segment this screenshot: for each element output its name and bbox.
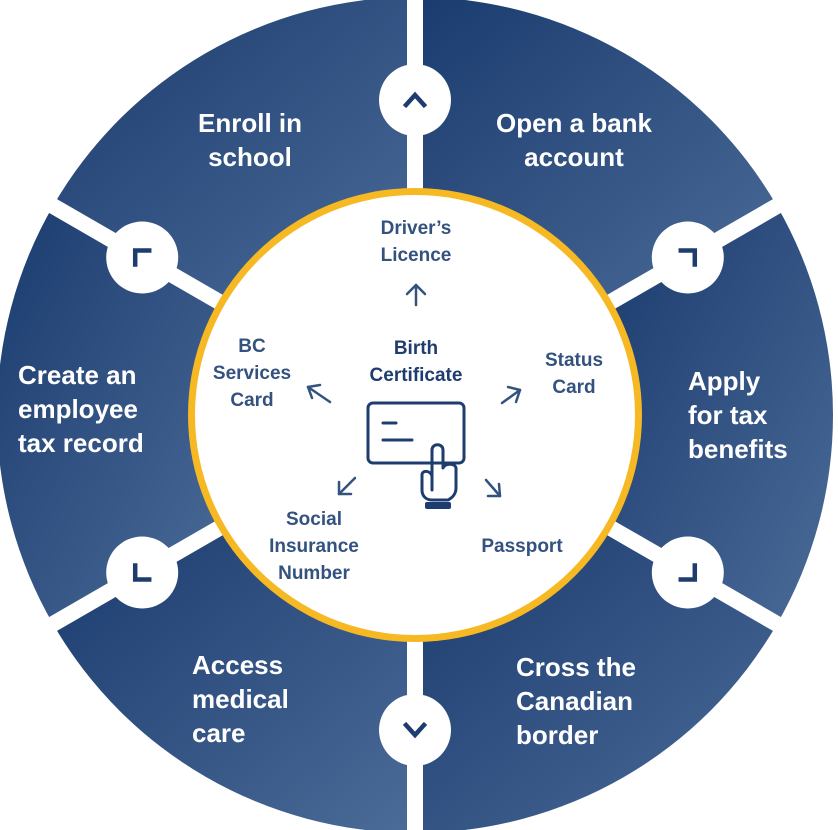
id-card-tap-icon — [366, 401, 466, 509]
connector-corner-arrow-icon — [106, 221, 179, 294]
doc-label-passport: Passport — [481, 536, 563, 557]
connector-corner-arrow-icon — [651, 536, 724, 609]
segment-apply-tax-benefits — [607, 206, 833, 624]
arrow-downright-icon — [484, 478, 502, 498]
inner-circle — [195, 195, 635, 635]
doc-label-bc-services-card: BC Services Card — [212, 336, 292, 411]
segment-label-employee-tax-record: Create an employee tax record — [18, 360, 144, 458]
connector-corner-arrow-icon — [651, 221, 724, 294]
arrow-upright-icon — [500, 385, 522, 405]
connector-corner-arrow-icon — [106, 536, 179, 609]
doc-label-drivers-licence: Driver’s Licence — [380, 218, 452, 266]
segment-label-open-bank-account: Open a bank account — [495, 108, 653, 172]
segment-label-cross-border: Cross the Canadian border — [516, 652, 636, 750]
doc-label-status-card: Status Card — [544, 350, 604, 398]
segment-employee-tax-record — [0, 206, 223, 624]
segment-label-access-medical-care: Access medical care — [192, 650, 289, 748]
arrow-downleft-icon — [337, 476, 357, 496]
center-label-birth-certificate: Birth Certificate — [369, 338, 463, 386]
segment-label-enroll-school: Enroll in school — [198, 108, 302, 172]
segment-label-apply-tax-benefits: Apply for tax benefits — [688, 366, 788, 464]
doc-label-social-insurance-number: Social Insurance Number — [269, 509, 359, 584]
arrow-upleft-icon — [306, 383, 332, 404]
connector-chevron-down-icon — [379, 694, 451, 766]
arrow-up-icon — [405, 283, 427, 307]
connector-chevron-up-icon — [379, 64, 451, 136]
